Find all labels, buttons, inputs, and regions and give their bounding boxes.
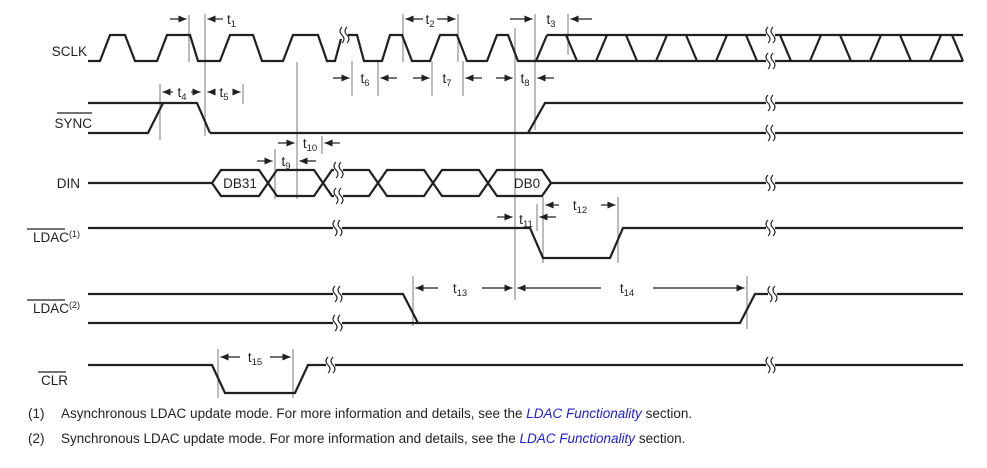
footnotes: (1) Asynchronous LDAC update mode. For m… bbox=[28, 406, 968, 456]
footnote-1-text-before: Asynchronous LDAC update mode. For more … bbox=[61, 406, 527, 421]
footnote-2-link[interactable]: LDAC Functionality bbox=[519, 431, 636, 446]
sclk-label: SCLK bbox=[52, 44, 87, 59]
timing-labels: t1 t2 t3 t4 t5 t6 t7 t8 t9 t10 t11 t12 t… bbox=[177, 12, 634, 368]
reference-lines bbox=[159, 14, 748, 398]
t1-label: t1 bbox=[227, 12, 236, 30]
ldac2-waveform bbox=[88, 292, 963, 325]
t4-label: t4 bbox=[177, 85, 186, 103]
dimension-arrows bbox=[162, 15, 745, 361]
t5-label: t5 bbox=[219, 85, 228, 103]
ldac1-label: LDAC(1) bbox=[33, 229, 80, 245]
break-marks bbox=[325, 26, 778, 374]
footnote-1-text: Asynchronous LDAC update mode. For more … bbox=[61, 406, 692, 421]
db31-label: DB31 bbox=[223, 176, 257, 191]
sync-waveform bbox=[88, 101, 963, 135]
din-waveform bbox=[88, 168, 963, 198]
t6-label: t6 bbox=[360, 71, 369, 89]
t7-label: t7 bbox=[442, 71, 451, 89]
t8-label: t8 bbox=[520, 71, 529, 89]
t3-label: t3 bbox=[546, 12, 555, 30]
t2-label: t2 bbox=[425, 12, 434, 30]
footnote-2: (2) Synchronous LDAC update mode. For mo… bbox=[28, 431, 968, 446]
t14-label: t14 bbox=[620, 281, 634, 299]
t15-label: t15 bbox=[248, 350, 262, 368]
t10-label: t10 bbox=[303, 136, 317, 154]
ldac1-waveform bbox=[88, 226, 963, 260]
sync-label: SYNC bbox=[54, 116, 92, 131]
t11-label: t11 bbox=[519, 212, 533, 230]
clr-label: CLR bbox=[41, 373, 68, 388]
footnote-1-text-after: section. bbox=[641, 406, 693, 421]
data-bit-labels: DB31 DB0 bbox=[223, 176, 540, 191]
footnote-1-link[interactable]: LDAC Functionality bbox=[526, 406, 642, 421]
footnote-1: (1) Asynchronous LDAC update mode. For m… bbox=[28, 406, 968, 421]
sclk-waveform bbox=[88, 33, 965, 63]
t13-label: t13 bbox=[453, 281, 467, 299]
t9-label: t9 bbox=[281, 154, 290, 172]
timing-diagram-canvas: t1 t2 t3 t4 t5 t6 t7 t8 t9 t10 t11 t12 t… bbox=[27, 12, 965, 398]
clr-waveform bbox=[88, 363, 963, 395]
signal-labels: SCLK SYNC DIN LDAC(1) LDAC(2) CLR bbox=[27, 44, 92, 388]
footnote-1-number: (1) bbox=[28, 406, 45, 421]
din-label: DIN bbox=[57, 176, 80, 191]
ldac2-label: LDAC(2) bbox=[33, 300, 80, 316]
db0-label: DB0 bbox=[514, 176, 540, 191]
footnote-2-number: (2) bbox=[28, 431, 45, 446]
footnote-2-text: Synchronous LDAC update mode. For more i… bbox=[61, 431, 685, 446]
footnote-2-text-before: Synchronous LDAC update mode. For more i… bbox=[61, 431, 520, 446]
footnote-2-text-after: section. bbox=[635, 431, 686, 446]
t12-label: t12 bbox=[573, 198, 587, 216]
